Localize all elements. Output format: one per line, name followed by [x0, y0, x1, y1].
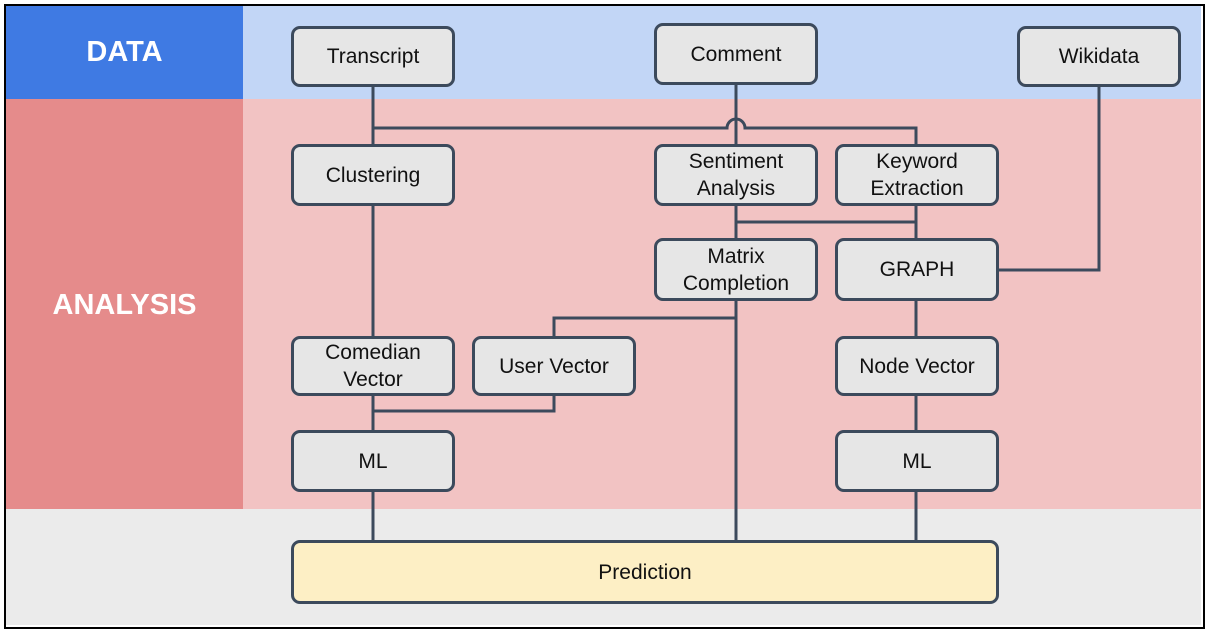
comment-node: Comment — [654, 23, 818, 85]
node-vector-label: Node Vector — [859, 354, 975, 378]
ml-right-node: ML — [835, 430, 999, 492]
transcript-node: Transcript — [291, 26, 455, 87]
edge-user-vector-ml — [373, 395, 556, 413]
prediction-label: Prediction — [598, 560, 692, 584]
transcript-label: Transcript — [326, 45, 420, 68]
sentiment-label-line2: Analysis — [696, 177, 776, 200]
keyword-label-line1: Keyword — [876, 150, 958, 173]
user-vector-label: User Vector — [499, 354, 609, 378]
edge-bus-transcript-keyword — [373, 117, 918, 145]
comment-label: Comment — [690, 42, 782, 66]
edge-wikidata-graph — [997, 86, 1101, 272]
ml-left-label: ML — [358, 449, 388, 473]
keyword-extraction-node: Keyword Extraction — [835, 144, 999, 206]
clustering-node: Clustering — [291, 144, 455, 206]
matrix-completion-node: Matrix Completion — [654, 238, 818, 301]
edge-matrix-user-vector — [552, 316, 736, 337]
keyword-label-line2: Extraction — [870, 177, 964, 200]
wikidata-label: Wikidata — [1058, 45, 1140, 68]
node-vector-node: Node Vector — [835, 336, 999, 396]
user-vector-node: User Vector — [472, 336, 636, 396]
data-band-title: DATA — [86, 36, 163, 68]
analysis-band-title: ANALYSIS — [52, 289, 197, 321]
matrix-label-line1: Matrix — [707, 244, 765, 268]
ml-left-node: ML — [291, 430, 455, 492]
ml-right-label: ML — [902, 449, 932, 473]
comedian-vector-node: Comedian Vector — [291, 336, 455, 396]
sentiment-label-line1: Sentiment — [688, 150, 784, 173]
comedian-label-line2: Vector — [343, 368, 403, 391]
sentiment-analysis-node: Sentiment Analysis — [654, 144, 818, 206]
comedian-label-line1: Comedian — [325, 341, 421, 364]
graph-label: GRAPH — [879, 258, 955, 281]
clustering-label: Clustering — [325, 163, 421, 187]
analysis-band-label-bg — [6, 99, 243, 509]
graph-node: GRAPH — [835, 238, 999, 301]
data-band-label-bg — [6, 6, 243, 99]
wikidata-node: Wikidata — [1017, 26, 1181, 87]
prediction-node: Prediction — [291, 540, 999, 604]
matrix-label-line2: Completion — [682, 271, 790, 295]
